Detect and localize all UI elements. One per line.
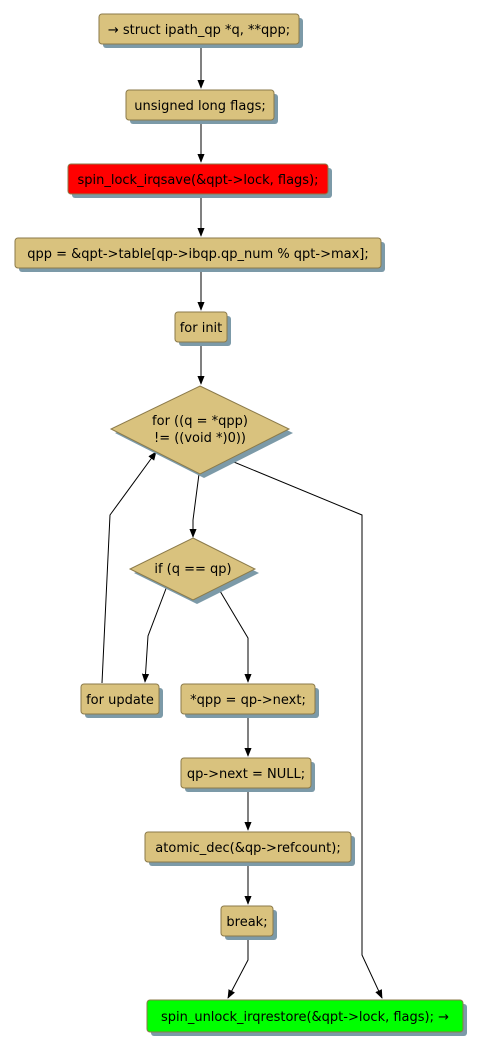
- node-flags-decl: unsigned long flags;: [125, 89, 278, 124]
- node-entry: → struct ipath_qp *q, **qpp;: [98, 13, 303, 48]
- node-for-init: for init: [174, 311, 231, 346]
- edge-forcond-to-if: [189, 473, 200, 538]
- node-table-assign-label: qpp = &qpt->table[qp->ibqp.qp_num % qpt-…: [27, 247, 369, 262]
- node-atomic-dec: atomic_dec(&qp->refcount);: [144, 831, 355, 866]
- node-for-cond-line2: != ((void *)0)): [154, 431, 246, 446]
- node-if-cond-label: if (q == qp): [154, 562, 231, 577]
- node-qpp-next: *qpp = qp->next;: [180, 683, 319, 718]
- edge-forcond-to-unlock: [228, 459, 383, 999]
- node-for-cond: for ((q = *qpp) != ((void *)0)): [109, 385, 293, 478]
- node-if-cond: if (q == qp): [128, 537, 259, 604]
- edge-if-to-forupdate: [141, 585, 168, 683]
- edge-forupdate-to-forcond: [101, 451, 157, 684]
- node-for-cond-line1: for ((q = *qpp): [152, 414, 248, 429]
- node-next-null: qp->next = NULL;: [180, 757, 315, 792]
- node-break-label: break;: [226, 915, 267, 930]
- node-unlock-label: spin_unlock_irqrestore(&qpt->lock, flags…: [161, 1010, 449, 1025]
- edges: [101, 46, 383, 999]
- node-lock: spin_lock_irqsave(&qpt->lock, flags);: [67, 163, 332, 198]
- node-next-null-label: qp->next = NULL;: [187, 767, 305, 782]
- node-unlock: spin_unlock_irqrestore(&qpt->lock, flags…: [146, 999, 467, 1036]
- node-for-init-label: for init: [180, 321, 223, 336]
- node-table-assign: qpp = &qpt->table[qp->ibqp.qp_num % qpt-…: [14, 237, 385, 272]
- node-atomic-dec-label: atomic_dec(&qp->refcount);: [155, 841, 340, 856]
- node-qpp-next-label: *qpp = qp->next;: [190, 693, 306, 708]
- node-lock-label: spin_lock_irqsave(&qpt->lock, flags);: [77, 173, 318, 188]
- node-entry-label: → struct ipath_qp *q, **qpp;: [108, 23, 290, 38]
- node-break: break;: [220, 905, 277, 940]
- edge-if-to-qppnext: [216, 585, 252, 683]
- edge-break-to-unlock: [227, 936, 249, 999]
- node-for-update-label: for update: [86, 693, 154, 708]
- node-for-update: for update: [80, 683, 163, 718]
- node-flags-decl-label: unsigned long flags;: [134, 99, 266, 114]
